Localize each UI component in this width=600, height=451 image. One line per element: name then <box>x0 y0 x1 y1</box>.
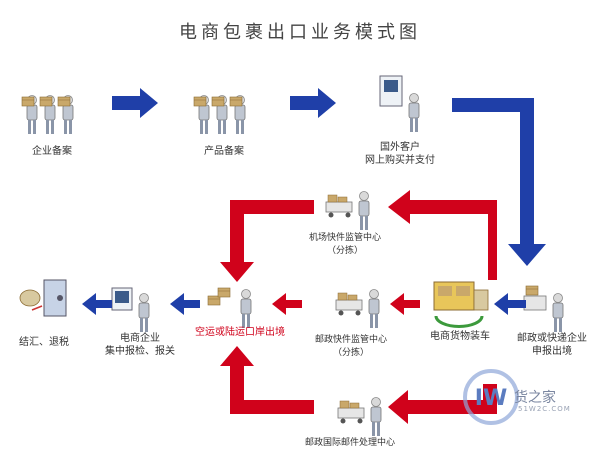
airport-center-icon <box>325 191 370 231</box>
watermark-name: 货之家 <box>514 390 556 406</box>
arrow-declaration-to-settlement <box>82 293 112 315</box>
watermark-site: 51W2C.COM <box>518 405 571 413</box>
watermark-logo: IW <box>463 369 519 425</box>
diagram-title: 电商包裹出口业务模式图 <box>179 22 421 43</box>
arrow-product-to-customer <box>290 88 336 118</box>
postal-center-icon <box>335 289 380 329</box>
enterprise-record-icon <box>21 95 74 135</box>
arrow-airport-to-port <box>220 200 314 282</box>
postal-center-label: 邮政快件监管中心 （分拣） <box>314 335 387 358</box>
arrow-loading-to-postal-center <box>390 293 420 315</box>
product-record-label: 产品备案 <box>204 146 244 157</box>
arrow-enterprise-to-product <box>112 88 158 118</box>
enterprise-record-label: 企业备案 <box>32 146 72 157</box>
declaration-icon <box>111 287 150 333</box>
postal-intl-center-icon <box>337 397 382 437</box>
arrow-postal-express-to-loading <box>494 293 526 315</box>
arrow-postal-center-to-port <box>272 293 302 315</box>
overseas-customer-label: 国外客户 网上购买并支付 <box>365 142 435 166</box>
arrow-loading-to-airport <box>388 190 497 280</box>
arrow-postal-intl-to-port <box>220 346 314 414</box>
postal-intl-center-label: 邮政国际邮件处理中心 <box>304 438 395 448</box>
loading-label: 电商货物装车 <box>430 331 490 342</box>
settlement-icon <box>19 279 67 317</box>
watermark-logo-letters: IW <box>475 386 507 411</box>
loading-truck-icon <box>433 281 489 328</box>
postal-express-icon <box>523 285 564 333</box>
declaration-label: 电商企业 集中报检、报关 <box>105 333 175 357</box>
settlement-label: 结汇、退税 <box>19 337 69 348</box>
overseas-customer-icon <box>379 75 420 133</box>
arrow-customer-to-postal <box>452 98 546 266</box>
airport-center-label: 机场快件监管中心 （分拣） <box>308 233 381 256</box>
port-exit-icon <box>207 287 252 329</box>
product-record-icon <box>193 95 246 135</box>
port-exit-label: 空运或陆运口岸出境 <box>195 327 285 338</box>
arrow-port-to-declaration <box>170 293 200 315</box>
postal-express-label: 邮政或快递企业 申报出境 <box>517 333 587 357</box>
blue-arrows <box>82 88 546 315</box>
